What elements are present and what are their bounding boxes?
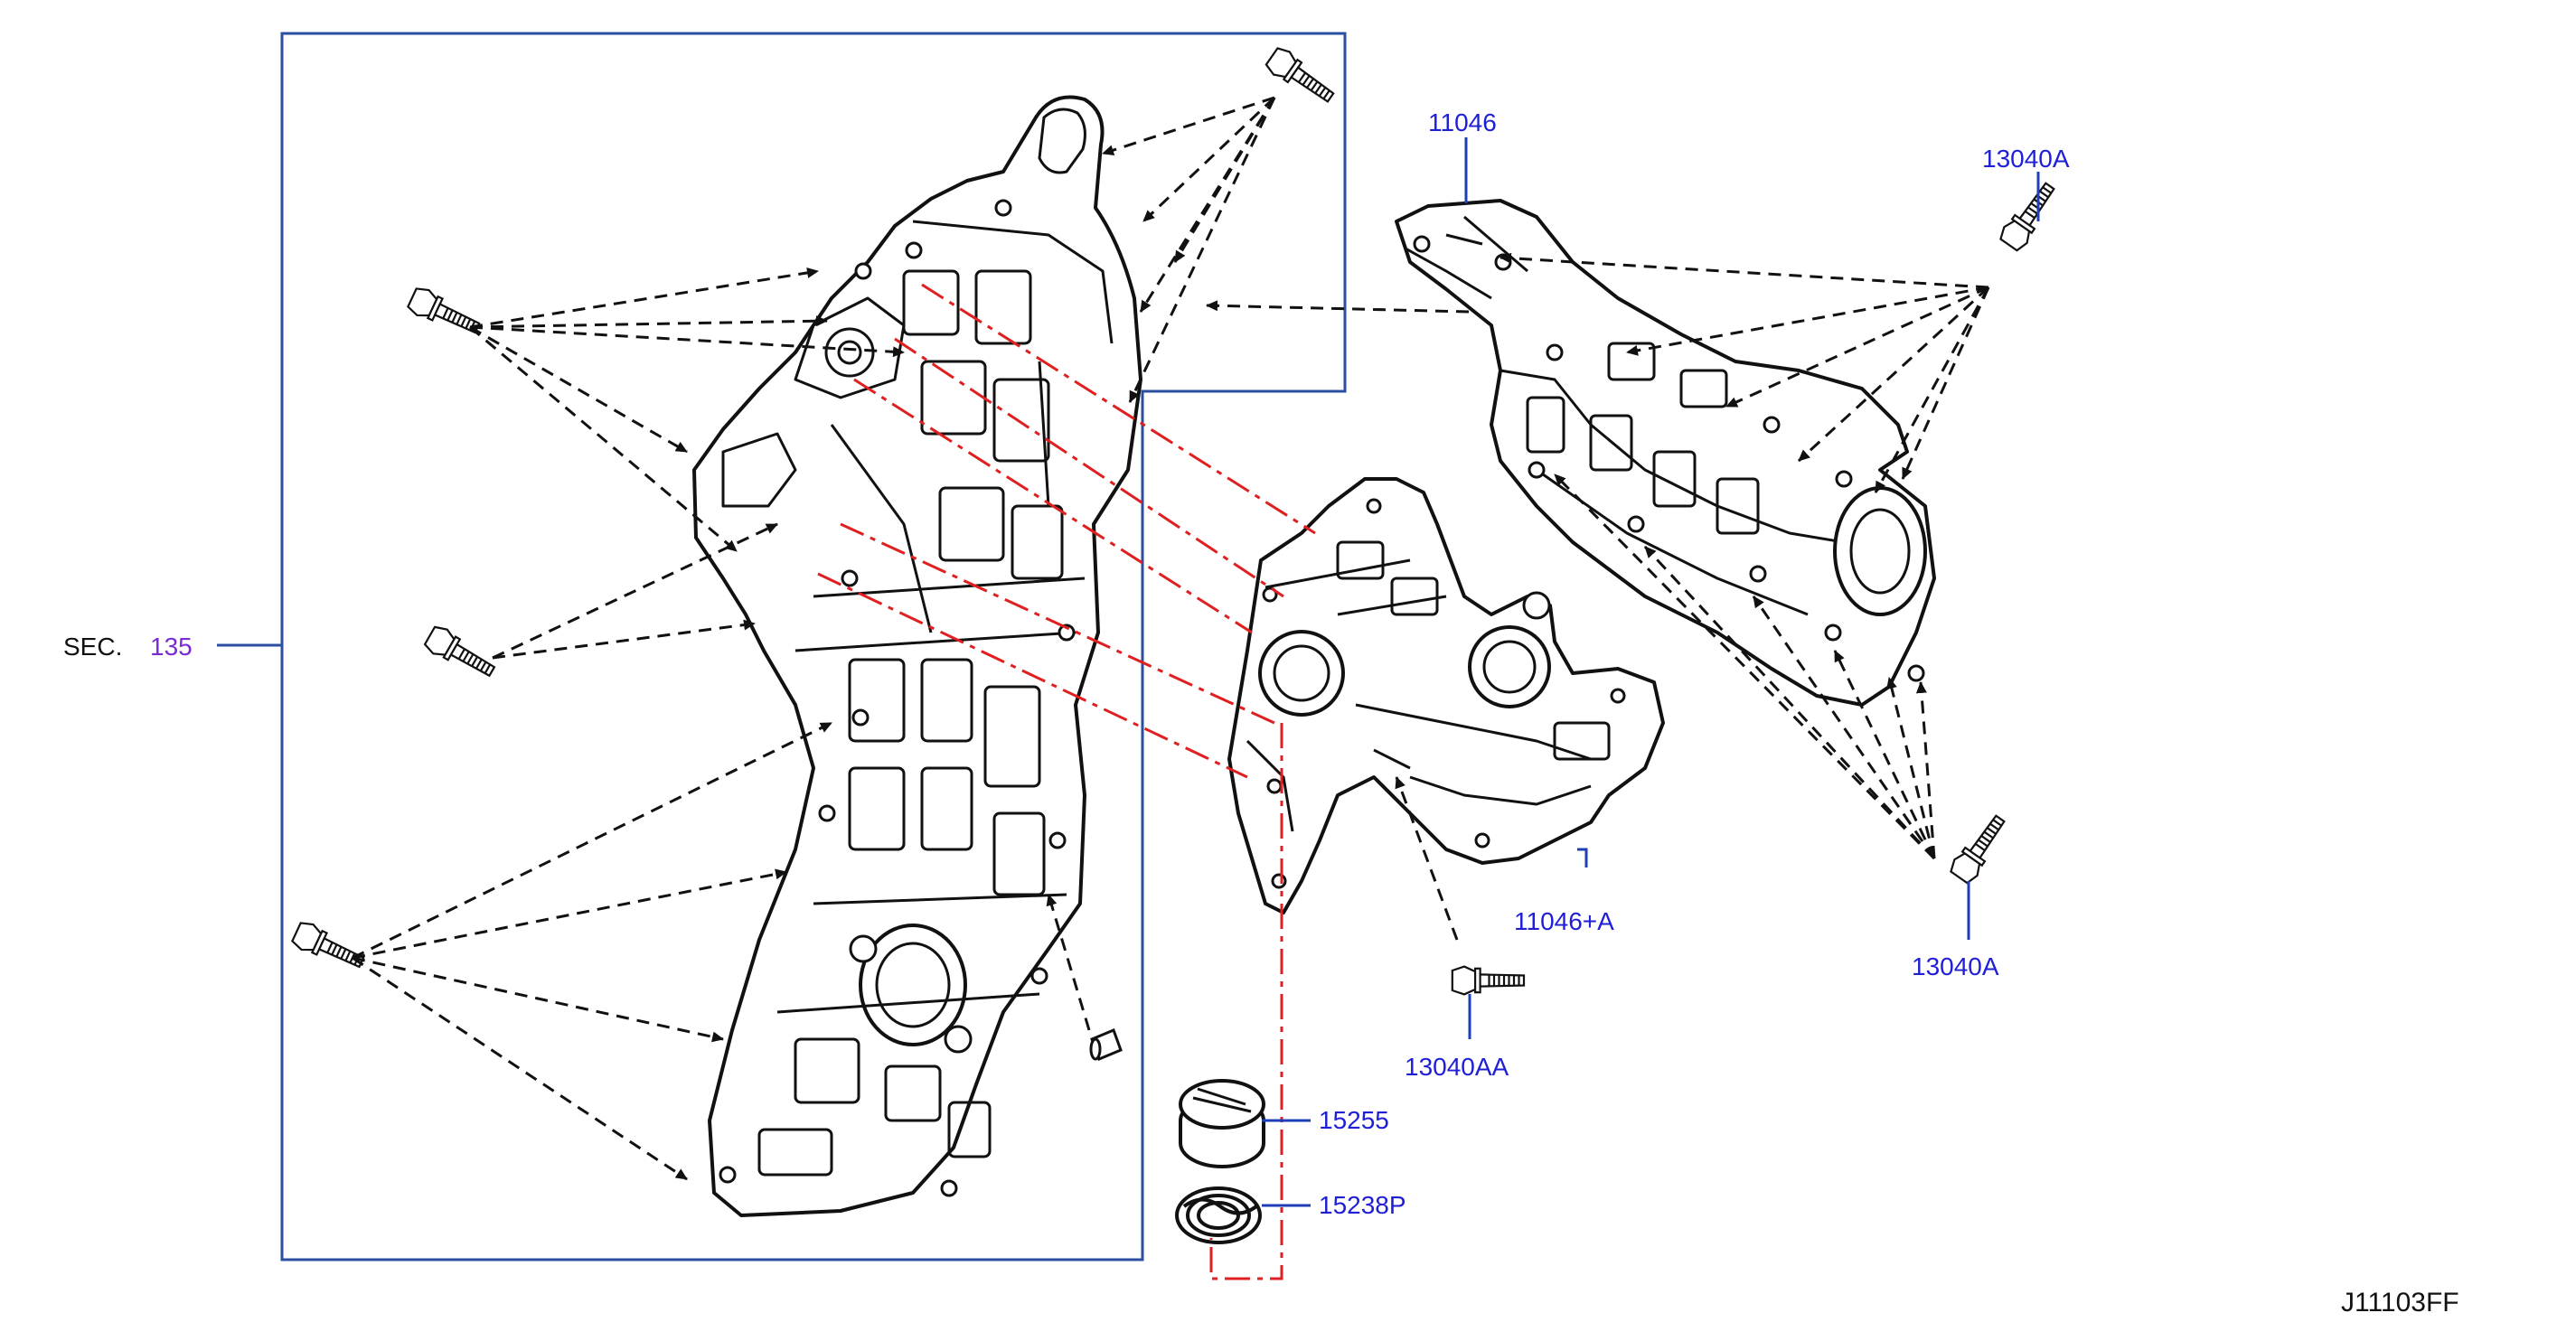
sec-prefix-label: SEC. [63, 633, 123, 661]
part-15238P-label[interactable]: 15238P [1319, 1191, 1406, 1219]
part-13040A-top-label[interactable]: 13040A [1982, 145, 2070, 173]
bolt-icon[interactable] [405, 284, 484, 342]
part-13040A-right-label[interactable]: 13040A [1912, 952, 1999, 980]
bolt-arrows-cover [352, 96, 1470, 1181]
sec-135-link[interactable]: 135 [150, 633, 193, 661]
bolt-icon[interactable] [289, 918, 369, 976]
bolt-icon[interactable] [1946, 810, 2013, 886]
front-timing-cover[interactable] [692, 95, 1142, 1217]
part-11046-label[interactable]: 11046 [1428, 108, 1497, 136]
part-13040AA-label[interactable]: 13040AA [1405, 1053, 1509, 1081]
bolt-icon[interactable] [421, 622, 500, 685]
leader-lines [1262, 137, 2040, 1207]
o-ring-icon[interactable] [1175, 1186, 1262, 1244]
bolt-icon[interactable] [1996, 177, 2063, 254]
bolt-arrows-rear [1500, 252, 1990, 860]
rear-chain-cover-11046[interactable] [1395, 199, 1936, 707]
bolt-arrow-housing [1395, 776, 1459, 941]
reference-lines [817, 283, 1316, 1280]
oil-seal-icon[interactable] [1179, 1079, 1265, 1168]
bolt-icon[interactable] [1451, 965, 1526, 996]
part-11046A-label[interactable]: 11046+A [1514, 907, 1614, 935]
part-15255-label[interactable]: 15255 [1319, 1106, 1389, 1134]
section-frame [280, 32, 1347, 1261]
figure-id-label: J11103FF [2341, 1288, 2459, 1318]
front-housing-11046A[interactable] [1227, 477, 1665, 914]
dowel-pin-icon[interactable] [1089, 1028, 1123, 1061]
